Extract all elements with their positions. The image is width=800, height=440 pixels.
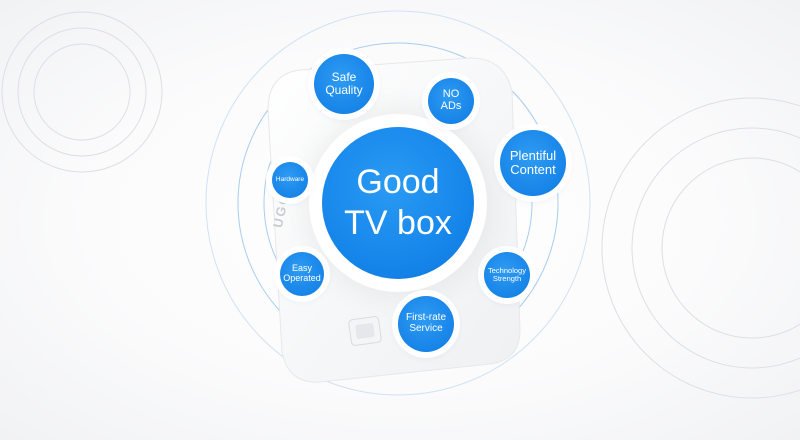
feature-first-rate-service[interactable]: First-rate Service bbox=[398, 296, 454, 352]
feature-label: NO ADs bbox=[440, 88, 462, 112]
corner-ring bbox=[1, 11, 163, 173]
center-title: Good TV box bbox=[344, 163, 452, 242]
center-core-circle: Good TV box bbox=[322, 127, 474, 279]
feature-label: First-rate Service bbox=[406, 312, 446, 334]
feature-label: Technology Strength bbox=[488, 265, 526, 283]
feature-label: Safe Quality bbox=[325, 70, 363, 97]
feature-no-ads[interactable]: NO ADs bbox=[428, 78, 474, 124]
corner-ring bbox=[661, 157, 800, 339]
feature-label: Hardware bbox=[275, 176, 305, 184]
feature-plentiful-content[interactable]: Plentiful Content bbox=[500, 130, 566, 196]
feature-label: Easy Operated bbox=[283, 263, 321, 283]
corner-ring bbox=[631, 127, 800, 369]
corner-ring bbox=[33, 43, 131, 141]
feature-safe-quality[interactable]: Safe Quality bbox=[314, 54, 374, 114]
feature-easy-operated[interactable]: Easy Operated bbox=[280, 252, 324, 296]
corner-ring bbox=[17, 27, 147, 157]
feature-label: Plentiful Content bbox=[509, 147, 557, 177]
corner-ring bbox=[601, 97, 800, 399]
orbit-ring bbox=[205, 10, 591, 396]
device-port-inner bbox=[355, 323, 375, 339]
feature-technology-strength[interactable]: Technology Strength bbox=[484, 252, 530, 298]
feature-hardware[interactable]: Hardware bbox=[272, 162, 308, 198]
